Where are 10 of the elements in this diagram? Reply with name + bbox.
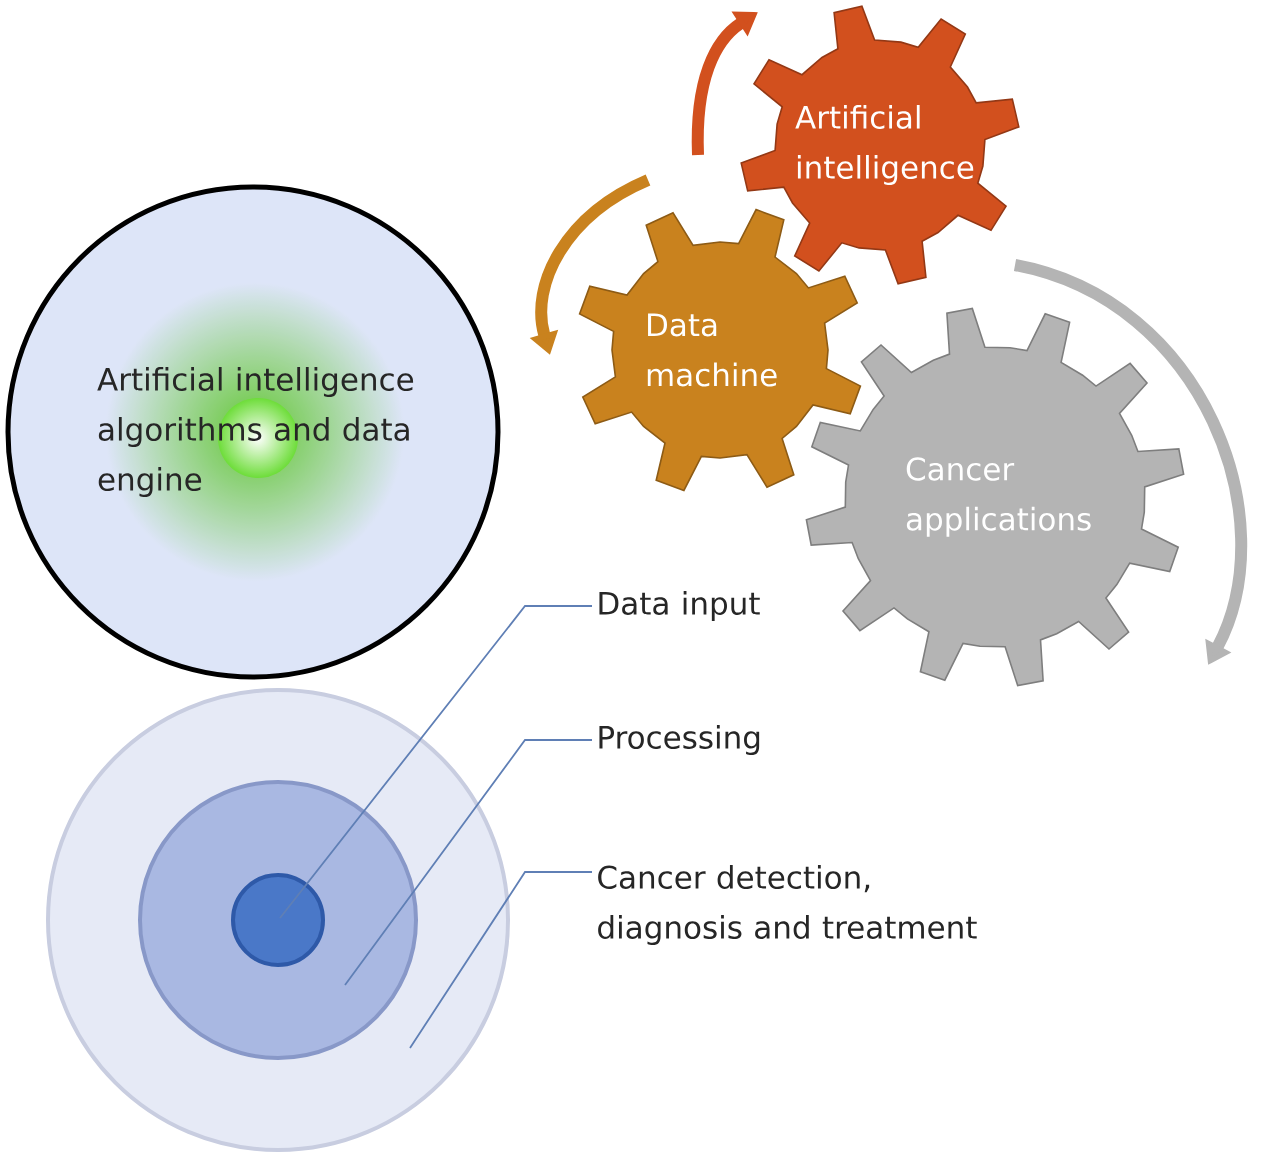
- ring: [231, 873, 325, 967]
- leader-line: [279, 605, 593, 919]
- gear: Cancer applications: [805, 307, 1185, 687]
- layer-label: Processing: [599, 725, 760, 756]
- leader-line: [344, 739, 593, 986]
- leader-line: [409, 871, 593, 1049]
- gear: Data machine: [578, 208, 862, 492]
- layer-label: Data input: [599, 591, 760, 622]
- layer-label: Cancer detection, diagnosis and treatment: [598, 865, 977, 946]
- gear: Artificial intelligence: [740, 5, 1020, 285]
